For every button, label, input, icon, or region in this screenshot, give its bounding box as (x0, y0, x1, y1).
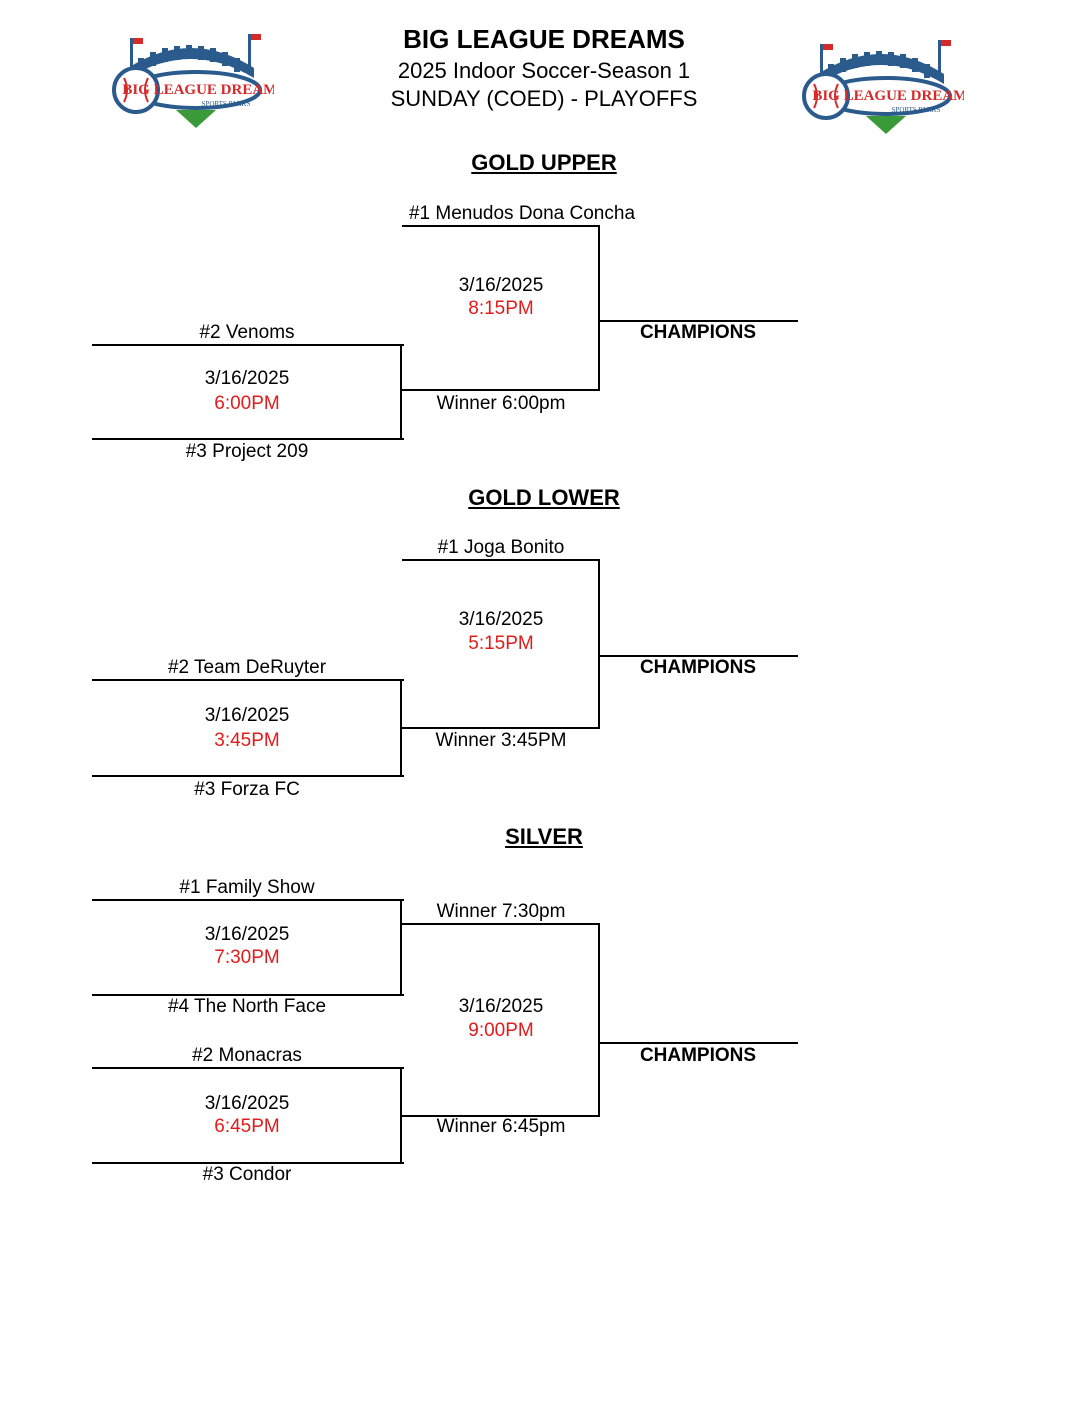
game-date: 3/16/2025 (458, 275, 544, 296)
team-seed-1: #1 Family Show (179, 877, 315, 898)
champions-label: CHAMPIONS (639, 1045, 757, 1066)
bracket-line (92, 438, 404, 440)
bracket-line (402, 389, 600, 391)
logo-left-text: BIG LEAGUE DREAMS (122, 82, 274, 98)
bracket-line (402, 923, 600, 925)
bracket-line (92, 775, 404, 777)
champions-label: CHAMPIONS (639, 322, 757, 343)
bracket-line (598, 655, 798, 657)
game-time: 8:15PM (468, 298, 534, 319)
team-seed-4: #4 The North Face (167, 996, 327, 1017)
game-date: 3/16/2025 (204, 924, 290, 945)
game-time: 7:30PM (214, 947, 280, 968)
game-date: 3/16/2025 (458, 996, 544, 1017)
logo-right: BIG LEAGUE DREAMS SPORTS PARKS (802, 40, 964, 134)
bracket-line (598, 923, 600, 1117)
bracket-line (402, 1115, 600, 1117)
bracket-line (92, 994, 404, 996)
bracket-line (402, 559, 600, 561)
bracket-line (598, 1042, 798, 1044)
section-heading-gold-upper: GOLD UPPER (471, 150, 617, 175)
team-seed-3: #3 Project 209 (185, 441, 309, 462)
team-seed-1: #1 Joga Bonito (437, 537, 565, 558)
bracket-line (402, 727, 600, 729)
logo-right-text: BIG LEAGUE DREAMS (812, 88, 964, 104)
page-title: BIG LEAGUE DREAMS (403, 24, 685, 54)
team-seed-3: #3 Condor (202, 1164, 292, 1185)
team-seed-2: #2 Team DeRuyter (167, 657, 327, 678)
bracket-line (92, 1162, 404, 1164)
logo-right-subtext: SPORTS PARKS (892, 106, 941, 114)
logo-left-subtext: SPORTS PARKS (202, 100, 251, 108)
bracket-line (92, 1067, 404, 1069)
bracket-line (92, 344, 404, 346)
bracket-line (598, 225, 600, 391)
winner-label: Winner 6:00pm (436, 393, 566, 414)
winner-label: Winner 7:30pm (436, 901, 566, 922)
team-seed-2: #2 Venoms (199, 322, 295, 343)
game-time: 6:45PM (214, 1116, 280, 1137)
bracket-line (400, 1067, 402, 1164)
game-date: 3/16/2025 (458, 609, 544, 630)
bracket-line (92, 679, 404, 681)
section-heading-silver: SILVER (505, 824, 583, 849)
bracket-line (598, 559, 600, 729)
team-seed-3: #3 Forza FC (194, 779, 300, 800)
winner-label: Winner 3:45PM (435, 730, 567, 751)
page-subtitle: 2025 Indoor Soccer-Season 1 (397, 58, 691, 83)
bracket-line (400, 899, 402, 996)
winner-label: Winner 6:45pm (436, 1116, 566, 1137)
game-time: 9:00PM (468, 1020, 534, 1041)
page-subtitle-2: SUNDAY (COED) - PLAYOFFS (390, 86, 698, 111)
section-heading-gold-lower: GOLD LOWER (468, 485, 620, 510)
game-date: 3/16/2025 (204, 705, 290, 726)
game-time: 6:00PM (214, 393, 280, 414)
champions-label: CHAMPIONS (639, 657, 757, 678)
bracket-line (400, 344, 402, 440)
bracket-line (400, 679, 402, 777)
bracket-line (92, 899, 404, 901)
bracket-line (598, 320, 798, 322)
team-seed-1: #1 Menudos Dona Concha (408, 203, 636, 224)
bracket-line (402, 225, 600, 227)
game-time: 3:45PM (214, 730, 280, 751)
logo-left: BIG LEAGUE DREAMS SPORTS PARKS (112, 34, 274, 128)
game-time: 5:15PM (468, 633, 534, 654)
game-date: 3/16/2025 (204, 368, 290, 389)
team-seed-2: #2 Monacras (192, 1045, 302, 1066)
game-date: 3/16/2025 (204, 1093, 290, 1114)
